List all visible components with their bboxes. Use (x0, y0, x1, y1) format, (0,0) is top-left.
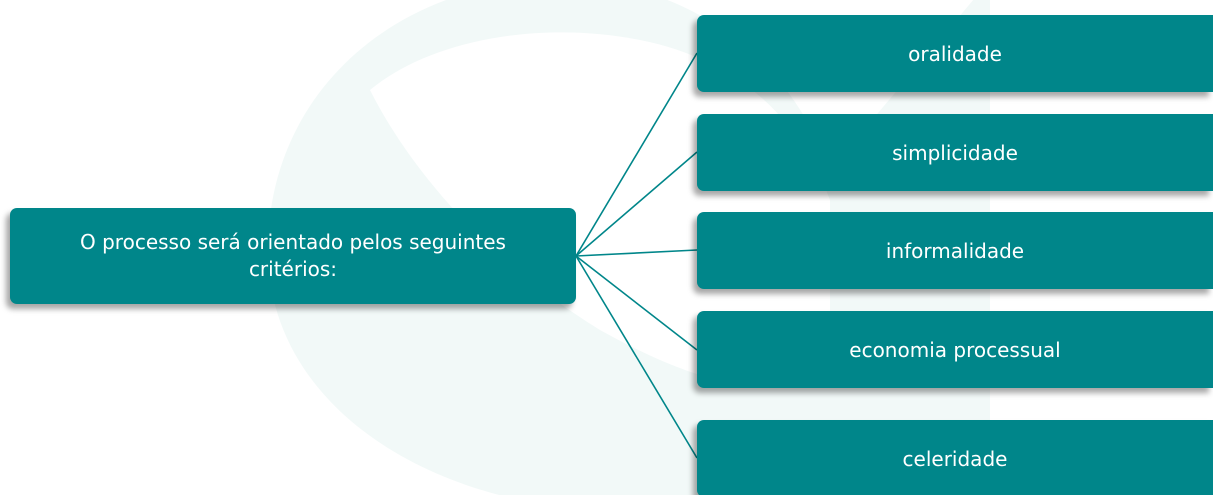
leaf-node-economia-processual: economia processual (697, 311, 1213, 388)
root-node: O processo será orientado pelos seguinte… (10, 208, 576, 304)
leaf-node-label: simplicidade (892, 140, 1018, 165)
root-node-label: O processo será orientado pelos seguinte… (80, 230, 506, 281)
connector-line-celeridade (575, 255, 698, 459)
leaf-node-celeridade: celeridade (697, 420, 1213, 495)
leaf-node-label: oralidade (908, 41, 1002, 66)
leaf-node-label: informalidade (885, 238, 1025, 263)
connector-line-economia-processual (575, 255, 698, 351)
leaf-node-informalidade: informalidade (697, 212, 1213, 289)
leaf-node-simplicidade: simplicidade (697, 114, 1213, 191)
leaf-node-label: celeridade (902, 446, 1008, 471)
connector-line-simplicidade (575, 151, 698, 257)
connector-line-oralidade (575, 52, 698, 257)
leaf-node-oralidade: oralidade (697, 15, 1213, 92)
connector-line-informalidade (575, 249, 698, 257)
leaf-node-label: economia processual (849, 337, 1061, 362)
